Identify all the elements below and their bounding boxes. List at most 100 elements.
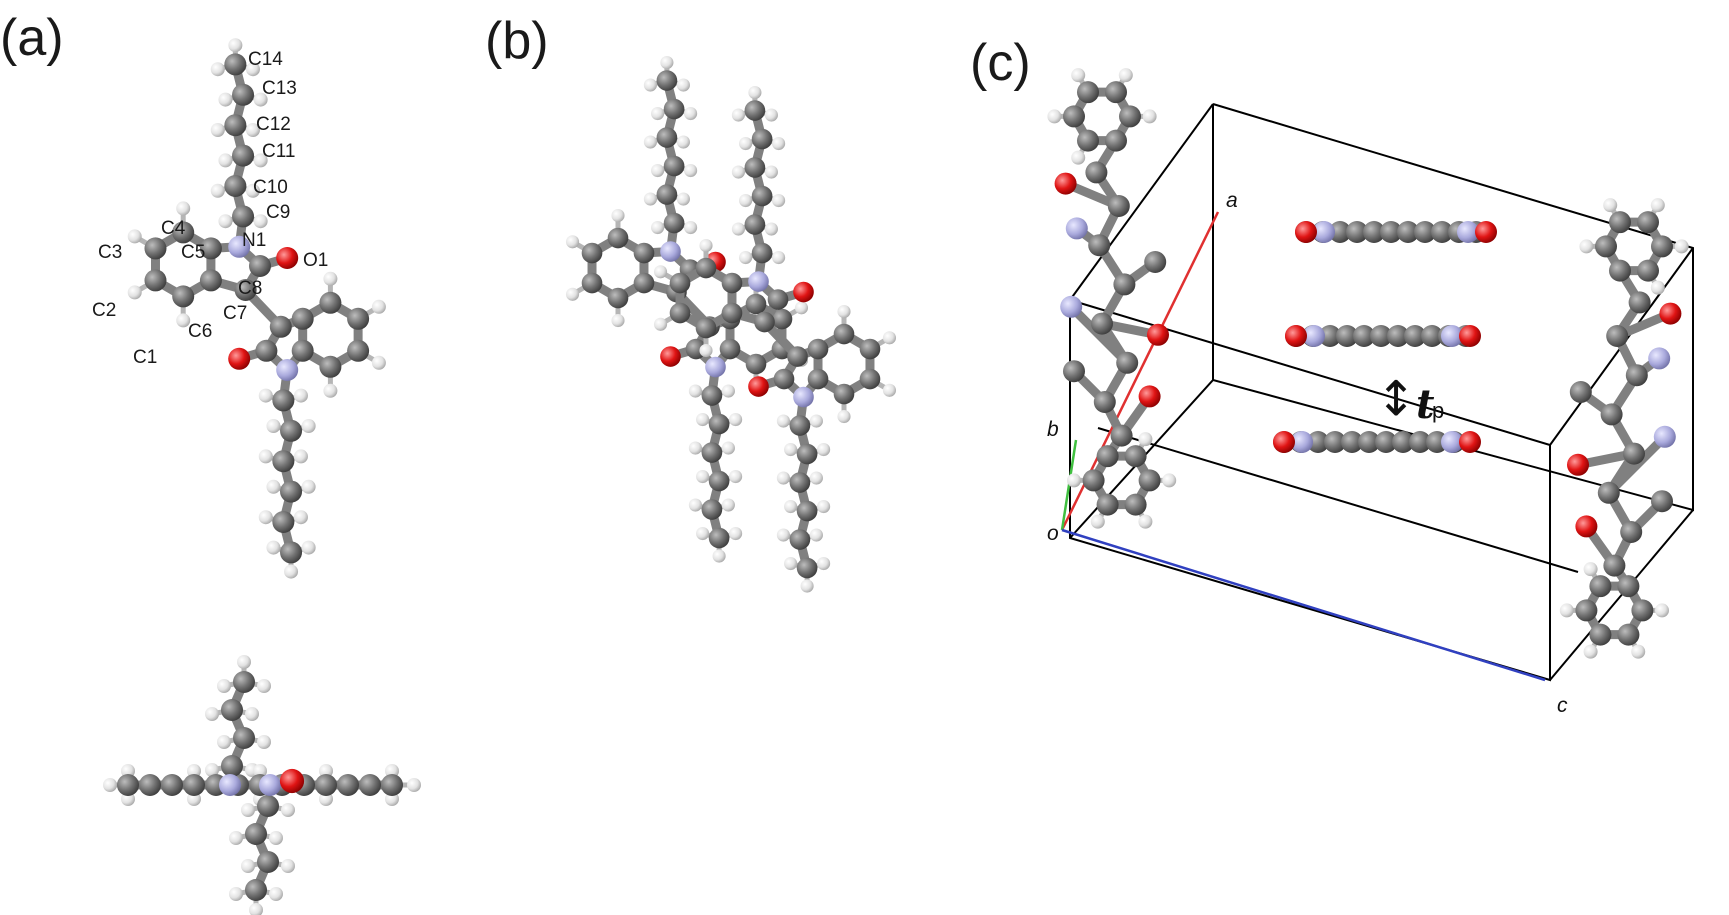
hydrogen-atom — [301, 540, 316, 555]
carbon-atom — [695, 257, 717, 279]
carbon-atom — [1063, 105, 1085, 128]
hydrogen-atom — [266, 540, 281, 555]
carbon-atom — [745, 353, 767, 375]
carbon-atom — [1116, 351, 1139, 374]
hydrogen-atom — [319, 792, 333, 806]
hydrogen-atom — [319, 764, 333, 778]
hydrogen-atom — [817, 556, 831, 571]
bond — [1604, 432, 1670, 498]
carbon-atom — [708, 470, 730, 492]
carbon-atom — [1353, 325, 1375, 347]
hydrogen-atom — [1579, 239, 1594, 254]
hydrogen-atom — [1559, 603, 1574, 618]
carbon-atom — [807, 368, 829, 390]
carbon-atom — [581, 272, 603, 294]
hydrogen-atom — [1138, 432, 1153, 447]
carbon-atom — [359, 774, 381, 796]
hydrogen-atom — [176, 313, 191, 328]
hydrogen-atom — [696, 526, 710, 541]
hydrogen-atom — [1650, 198, 1665, 213]
carbon-atom — [1597, 481, 1620, 504]
carbon-atom — [633, 242, 655, 264]
carbon-atom — [796, 443, 818, 465]
hydrogen-atom — [651, 106, 665, 121]
molecule-a-side — [103, 655, 421, 915]
carbon-atom — [787, 346, 808, 367]
carbon-atom — [117, 774, 139, 796]
carbon-atom — [272, 511, 295, 533]
hydrogen-atom — [764, 222, 778, 236]
carbon-atom — [280, 419, 303, 442]
nitrogen-atom — [1653, 425, 1676, 448]
carbon-atom — [224, 175, 247, 197]
nitrogen-atom — [1065, 217, 1088, 240]
carbon-atom — [1329, 221, 1351, 243]
hydrogen-atom — [643, 192, 657, 206]
oxygen-atom — [276, 247, 299, 269]
carbon-atom — [701, 385, 723, 406]
hydrogen-atom — [817, 442, 831, 457]
carbon-atom — [144, 237, 167, 260]
carbon-atom — [773, 368, 795, 390]
hydrogen-atom — [217, 735, 231, 749]
hydrogen-atom — [784, 442, 798, 457]
carbon-atom — [347, 339, 370, 362]
hydrogen-atom — [1047, 109, 1062, 124]
carbon-atom — [139, 774, 161, 796]
carbon-atom — [1085, 161, 1108, 184]
atom-label-n1: N1 — [242, 230, 266, 251]
hydrogen-atom — [229, 887, 243, 901]
hydrogen-atom — [241, 803, 255, 817]
nitrogen-atom — [1441, 325, 1463, 347]
atom-label-c9: C9 — [266, 202, 290, 223]
hydrogen-atom — [776, 528, 790, 542]
hydrogen-atom — [281, 803, 295, 817]
carbon-atom — [319, 355, 342, 378]
carbon-atom — [701, 442, 723, 463]
carbon-atom — [1414, 221, 1436, 243]
carbon-atom — [607, 287, 629, 309]
hydrogen-atom — [731, 222, 745, 236]
hydrogen-atom — [258, 388, 273, 403]
atom-label-o1: O1 — [303, 250, 328, 271]
oxygen-atom — [279, 768, 305, 794]
hydrogen-atom — [241, 859, 255, 873]
carbon-atom — [232, 144, 255, 167]
hydrogen-atom — [187, 792, 201, 806]
nitrogen-atom — [1303, 325, 1325, 347]
hydrogen-atom — [249, 903, 263, 915]
hydrogen-atom — [611, 208, 625, 223]
hydrogen-atom — [1142, 109, 1157, 124]
hydrogen-atom — [371, 355, 386, 370]
nitrogen-atom — [1060, 295, 1083, 318]
axis-label-b: b — [1047, 418, 1059, 441]
nitrogen-atom — [1313, 221, 1335, 243]
axis-label-a: a — [1226, 189, 1238, 212]
stacking-distance-symbol: t — [1416, 381, 1435, 428]
hydrogen-atom — [218, 214, 233, 229]
hydrogen-atom — [729, 526, 743, 541]
hydrogen-atom — [1631, 644, 1646, 659]
hydrogen-atom — [187, 764, 201, 778]
carbon-atom — [721, 302, 743, 324]
carbon-atom — [291, 307, 314, 330]
hydrogen-atom — [676, 192, 690, 206]
carbon-atom — [581, 242, 603, 264]
carbon-atom — [1091, 312, 1113, 335]
carbon-atom — [183, 774, 205, 796]
oxygen-atom — [1054, 172, 1077, 195]
carbon-atom — [319, 291, 342, 314]
carbon-atom — [1409, 431, 1431, 453]
nitrogen-atom — [1291, 431, 1313, 453]
atom-label-c5: C5 — [181, 242, 205, 263]
carbon-atom — [1606, 325, 1629, 347]
hydrogen-atom — [1071, 68, 1086, 83]
carbon-atom — [796, 557, 818, 579]
carbon-atom — [751, 128, 773, 150]
hydrogen-atom — [1118, 68, 1133, 83]
hydrogen-atom — [210, 183, 225, 198]
hydrogen-atom — [729, 412, 743, 427]
carbon-atom — [1077, 81, 1099, 104]
atom-label-c7: C7 — [223, 303, 247, 324]
